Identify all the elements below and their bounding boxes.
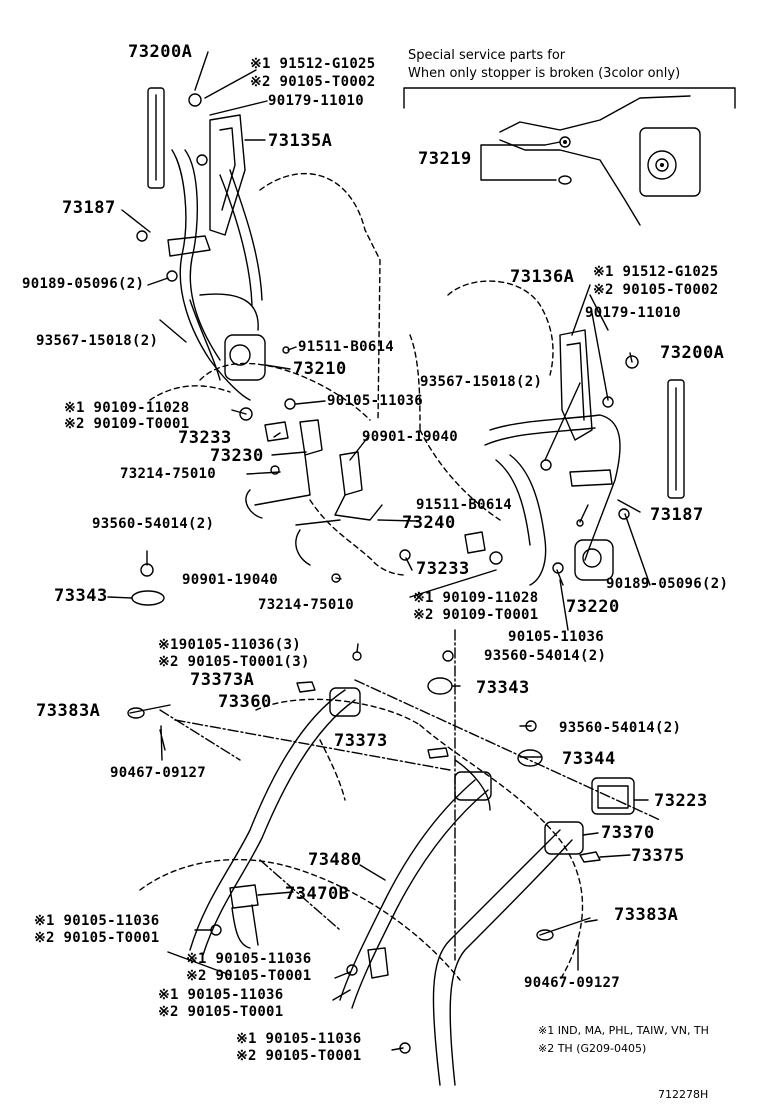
part-label-73233-left: 73233 xyxy=(178,428,232,448)
part-label-73210: 73210 xyxy=(293,359,347,379)
part-label-73240: 73240 xyxy=(402,513,456,533)
part-label-73343-left: 73343 xyxy=(54,586,108,606)
part-label-91511-right: 91511-B0614 xyxy=(416,497,513,513)
part-label-73360: 73360 xyxy=(218,692,272,712)
part-label-73375: 73375 xyxy=(631,846,685,866)
part-label-90105-e2: ※2 90105-T0001 xyxy=(236,1048,362,1064)
part-label-73370: 73370 xyxy=(601,823,655,843)
part-label-90105-11036-a: 90105-11036 xyxy=(327,393,424,409)
part-label-73214-top: 73214-75010 xyxy=(120,466,217,482)
part-label-90105T-top: ※2 90105-T0002 xyxy=(250,74,376,90)
part-label-73373: 73373 xyxy=(334,731,388,751)
part-label-73233-right: 73233 xyxy=(416,559,470,579)
part-label-90467-left: 90467-09127 xyxy=(110,765,207,781)
part-label-90179-top: 90179-11010 xyxy=(268,93,365,109)
part-label-90109-right2: ※2 90109-T0001 xyxy=(413,607,539,623)
part-label-73480: 73480 xyxy=(308,850,362,870)
special-note-line1: Special service parts for xyxy=(408,48,566,63)
part-label-73343-mid: 73343 xyxy=(476,678,530,698)
part-label-73187-right: 73187 xyxy=(650,505,704,525)
part-label-90105-3a: ※190105-11036(3) xyxy=(158,637,301,653)
part-label-90105-d2: ※2 90105-T0001 xyxy=(158,1004,284,1020)
part-label-73187-top: 73187 xyxy=(62,198,116,218)
part-label-93560-left: 93560-54014(2) xyxy=(92,516,215,532)
part-label-90105T-right: ※2 90105-T0002 xyxy=(593,282,719,298)
part-label-93560-mid: 93560-54014(2) xyxy=(484,648,607,664)
part-label-90189-right: 90189-05096(2) xyxy=(606,576,729,592)
part-label-90105-3b: ※2 90105-T0001(3) xyxy=(158,654,310,670)
part-label-90109-right1: ※1 90109-11028 xyxy=(413,590,539,606)
part-label-90901-top: 90901-19040 xyxy=(362,429,459,445)
part-label-73200A-right: 73200A xyxy=(660,343,725,363)
part-label-73383A-right: 73383A xyxy=(614,905,679,925)
special-note-line2: When only stopper is broken (3color only… xyxy=(408,66,681,81)
part-label-93567-right: 93567-15018(2) xyxy=(420,374,543,390)
part-label-73214-bottom: 73214-75010 xyxy=(258,597,355,613)
footnote-2: ※2 TH (G209-0405) xyxy=(538,1042,647,1055)
part-label-93560-right: 93560-54014(2) xyxy=(559,720,682,736)
part-label-90105-bl1: ※1 90105-11036 xyxy=(34,913,160,929)
part-label-73219: 73219 xyxy=(418,149,472,169)
part-label-90109-top1: ※1 90109-11028 xyxy=(64,400,190,416)
part-label-90105-e1: ※1 90105-11036 xyxy=(236,1031,362,1047)
part-label-90179-right: 90179-11010 xyxy=(585,305,682,321)
part-label-73136A: 73136A xyxy=(510,267,575,287)
part-label-93567-top: 93567-15018(2) xyxy=(36,333,159,349)
part-label-73223: 73223 xyxy=(654,791,708,811)
part-label-73373A: 73373A xyxy=(190,670,255,690)
part-label-90105-bl2: ※2 90105-T0001 xyxy=(34,930,160,946)
part-label-73200A-top: 73200A xyxy=(128,42,193,62)
part-label-91511-top: 91511-B0614 xyxy=(298,339,395,355)
part-label-90189-top: 90189-05096(2) xyxy=(22,276,145,292)
part-label-90105-d1: ※1 90105-11036 xyxy=(158,987,284,1003)
part-label-90467-right: 90467-09127 xyxy=(524,975,621,991)
part-label-90109-top2: ※2 90109-T0001 xyxy=(64,416,190,432)
footnote-1: ※1 IND, MA, PHL, TAIW, VN, TH xyxy=(538,1024,709,1037)
part-label-73135A: 73135A xyxy=(268,131,333,151)
part-label-73383A-left: 73383A xyxy=(36,701,101,721)
part-label-73344: 73344 xyxy=(562,749,616,769)
part-label-91512-right: ※1 91512-G1025 xyxy=(593,264,719,280)
part-label-90105-c1: ※1 90105-11036 xyxy=(186,951,312,967)
part-label-73470B: 73470B xyxy=(285,884,350,904)
part-label-90105-11036-b: 90105-11036 xyxy=(508,629,605,645)
part-label-90901-bottom: 90901-19040 xyxy=(182,572,279,588)
figure-id: 712278H xyxy=(658,1088,709,1101)
part-label-90105-c2: ※2 90105-T0001 xyxy=(186,968,312,984)
part-label-73230: 73230 xyxy=(210,446,264,466)
part-label-91512-top: ※1 91512-G1025 xyxy=(250,56,376,72)
part-label-73220: 73220 xyxy=(566,597,620,617)
